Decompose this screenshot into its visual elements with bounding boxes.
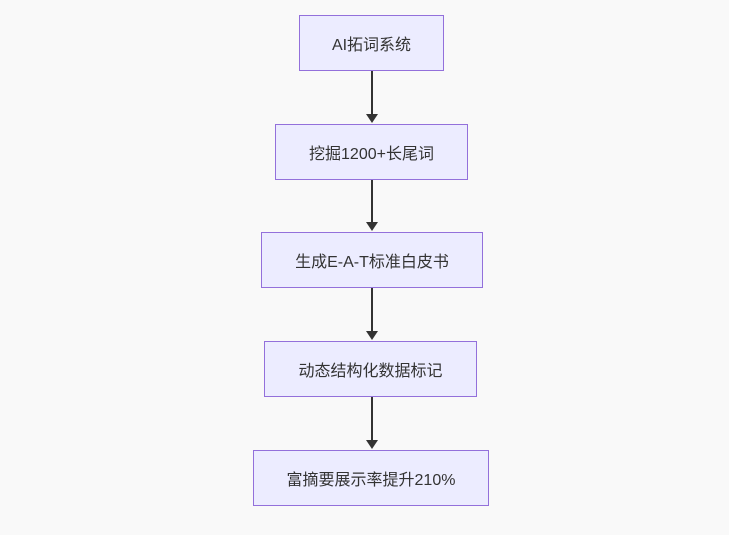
node-label: 动态结构化数据标记 <box>298 363 443 380</box>
arrow-connector <box>366 71 378 123</box>
flowchart-node-ai-keyword-system: AI拓词系统 <box>299 15 444 71</box>
arrow-connector <box>366 288 378 340</box>
flowchart-node-eat-whitepaper: 生成E-A-T标准白皮书 <box>261 232 483 288</box>
arrow-line <box>371 180 373 222</box>
arrow-head-icon <box>366 114 378 123</box>
arrow-head-icon <box>366 440 378 449</box>
arrow-line <box>371 288 373 331</box>
node-label: 富摘要展示率提升210% <box>286 472 456 489</box>
node-label: 生成E-A-T标准白皮书 <box>295 254 449 271</box>
arrow-line <box>371 397 373 440</box>
arrow-line <box>371 71 373 114</box>
arrow-connector <box>366 397 378 449</box>
node-label: 挖掘1200+长尾词 <box>309 146 434 163</box>
flowchart-node-rich-snippet-result: 富摘要展示率提升210% <box>253 450 489 506</box>
node-label: AI拓词系统 <box>331 37 412 54</box>
arrow-head-icon <box>366 222 378 231</box>
arrow-head-icon <box>366 331 378 340</box>
arrow-connector <box>366 180 378 231</box>
flowchart-node-structured-data-markup: 动态结构化数据标记 <box>264 341 477 397</box>
flowchart-node-longtail-mining: 挖掘1200+长尾词 <box>275 124 468 180</box>
